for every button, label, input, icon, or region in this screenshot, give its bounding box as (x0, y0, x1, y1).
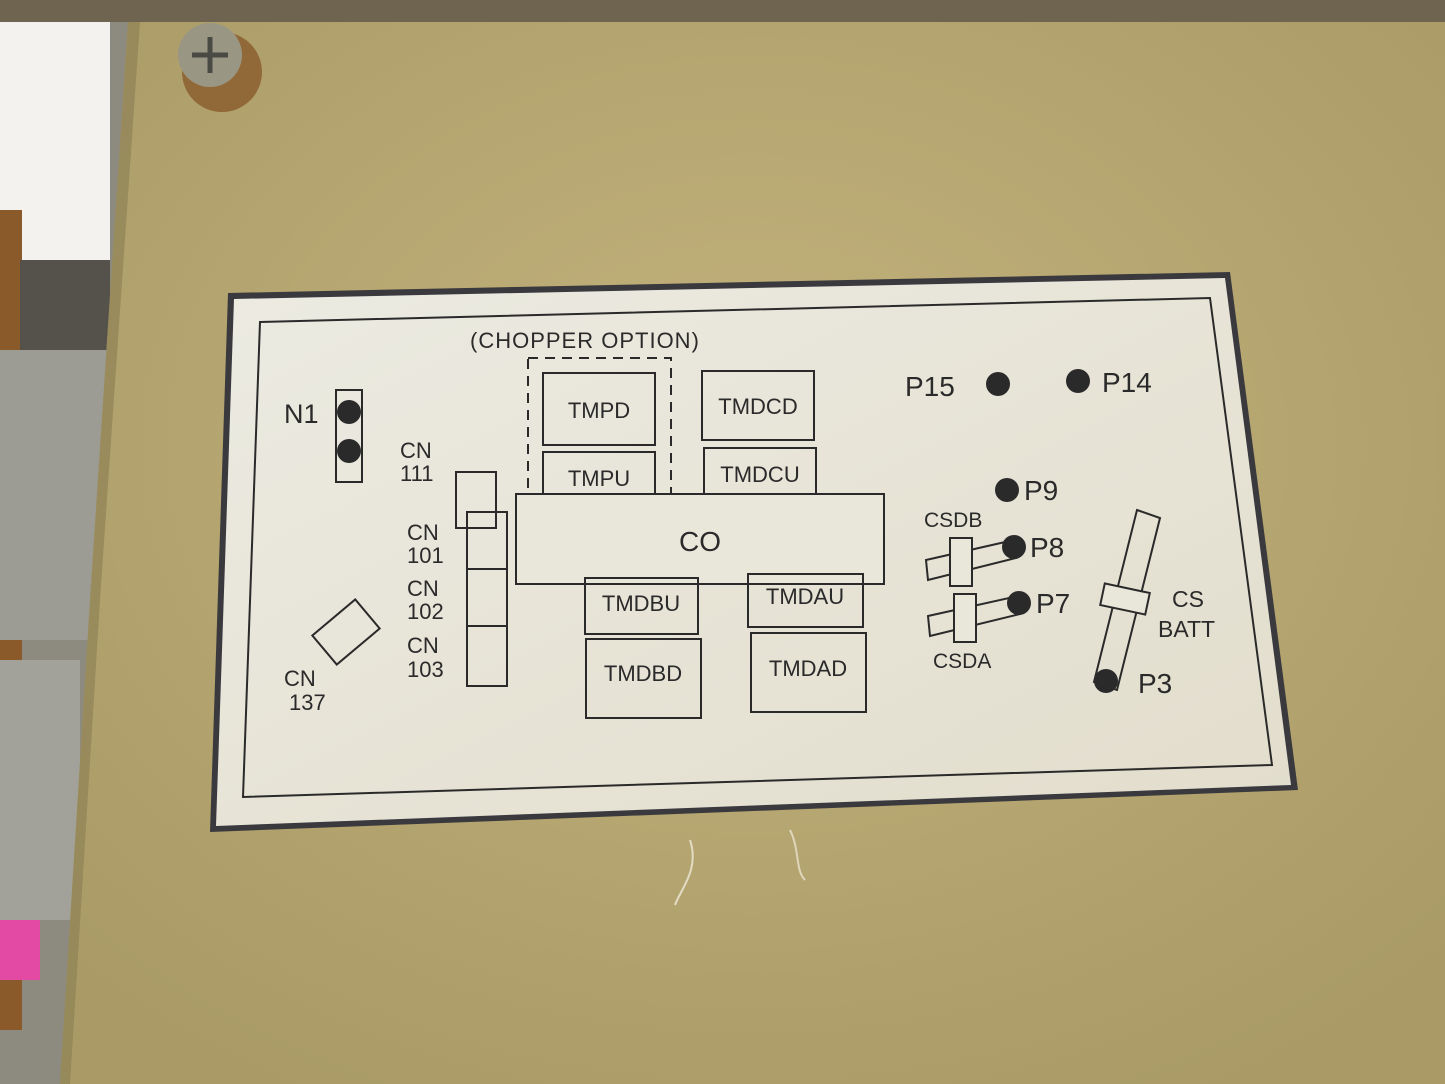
p9-label: P9 (1024, 475, 1058, 506)
cn102-label-bottom: 102 (407, 599, 444, 624)
p14-label: P14 (1102, 367, 1152, 398)
screw-icon (178, 23, 262, 112)
cn111-label-bottom: 111 (400, 461, 433, 486)
top-beam (0, 0, 1445, 22)
cn101-label-bottom: 101 (407, 543, 444, 568)
tmdbd-label: TMDBD (604, 661, 682, 686)
tmpd-label: TMPD (568, 398, 630, 423)
tmdcd-label: TMDCD (718, 394, 797, 419)
cn137-label-bottom: 137 (289, 690, 326, 715)
cs-batt-busbar (1092, 508, 1162, 692)
grey-pipe-lower (0, 660, 80, 920)
pink-wire (0, 920, 40, 980)
cs-batt-label-bottom: BATT (1158, 616, 1215, 642)
cn103-label-bottom: 103 (407, 657, 444, 682)
p8-label: P8 (1030, 532, 1064, 563)
csdb-label: CSDB (924, 509, 982, 532)
co-label: CO (679, 526, 721, 557)
n1-terminal-top (337, 400, 361, 424)
csdb-core (949, 537, 973, 587)
tmdcu-label: TMDCU (720, 462, 799, 487)
tmpd-module (542, 372, 656, 446)
p7-terminal (1007, 591, 1031, 615)
tmdau-module (747, 573, 864, 628)
csda-label: CSDA (933, 650, 991, 673)
n1-label: N1 (284, 399, 319, 429)
tmdad-label: TMDAD (769, 656, 847, 681)
p15-label: P15 (905, 371, 955, 402)
tmpu-label: TMPU (568, 466, 630, 491)
tmdbd-module (585, 638, 702, 719)
scratch-mark (674, 839, 694, 906)
chopper-option-header: (CHOPPER OPTION) (470, 328, 700, 353)
tmdad-module (750, 632, 867, 713)
p8-terminal (1002, 535, 1026, 559)
tmdbu-module (584, 577, 699, 635)
cn103-label-top: CN (407, 633, 439, 658)
cn103-connector (466, 625, 508, 687)
cn102-label-top: CN (407, 576, 439, 601)
p14-terminal (1066, 369, 1090, 393)
tmdcd-module (701, 370, 815, 441)
scratch-mark-2 (789, 829, 806, 881)
co-module (515, 493, 885, 585)
tmdau-label: TMDAU (766, 584, 844, 609)
plate-inner-border (241, 296, 1274, 799)
p7-label: P7 (1036, 588, 1070, 619)
tmdbu-label: TMDBU (602, 591, 680, 616)
cn137-connector (310, 598, 382, 666)
cn111-connector (455, 471, 497, 529)
n1-connector (335, 389, 363, 483)
p15-terminal (986, 372, 1010, 396)
panel-bevel (60, 22, 140, 1084)
cs-batt-core (1099, 582, 1151, 616)
cn137-label-top: CN (284, 666, 316, 691)
grey-block (20, 260, 110, 350)
cs-batt-label-top: CS (1172, 586, 1204, 612)
label-plate: (CHOPPER OPTION) N1 CN 111 CN 101 CN 102… (210, 272, 1298, 832)
p3-terminal (1094, 669, 1118, 693)
cn111-label-top: CN (400, 438, 432, 463)
p9-terminal (995, 478, 1019, 502)
p3-label: P3 (1138, 668, 1172, 699)
csda-core (953, 593, 977, 643)
n1-terminal-bottom (337, 439, 361, 463)
cn101-label-top: CN (407, 520, 439, 545)
